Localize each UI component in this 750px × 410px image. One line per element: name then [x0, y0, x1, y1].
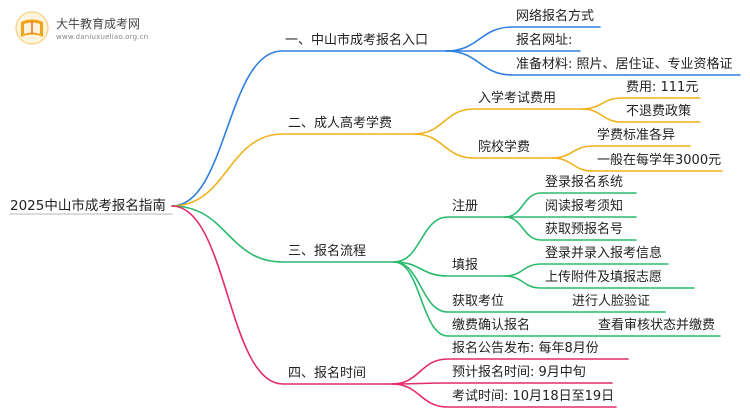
connector-branch-4: [171, 205, 393, 385]
leaf-registration-time: 预计报名时间: 9月中旬: [452, 365, 586, 380]
connector-b3b-leaf-1: [504, 275, 695, 289]
branch-process: 三、报名流程: [288, 244, 367, 259]
logo-brand: 大牛教育成考网: [56, 17, 141, 31]
node-exam-fee: 入学考试费用: [478, 91, 557, 106]
leaf-get-prereg-number: 获取预报名号: [545, 222, 624, 237]
branch-registration-entry: 一、中山市成考报名入口: [285, 33, 429, 48]
leaf-tuition-typical: 一般在每学年3000元: [597, 153, 722, 168]
leaf-face-verification: 进行人脸验证: [572, 294, 651, 309]
leaf-registration-url: 报名网址:: [516, 33, 573, 48]
connector-b3-fill: [393, 261, 506, 277]
connector-b1-leaf-2: [445, 50, 741, 76]
node-pay-confirm: 缴费确认报名: [452, 318, 531, 333]
leaf-tuition-varies: 学费标准各异: [597, 128, 676, 143]
book-icon: [15, 11, 49, 45]
leaf-check-status-pay: 查看审核状态并缴费: [598, 318, 716, 333]
leaf-fee-amount: 费用: 111元: [626, 80, 699, 95]
connector-b4-leaf-1: [391, 382, 613, 385]
branch-tuition: 二、成人高考学费: [288, 116, 393, 131]
leaf-exam-time: 考试时间: 10月18日至19日: [452, 389, 615, 404]
logo-url: www.daniuxueliao.org.cn: [56, 33, 149, 41]
connector-b3a-leaf-0: [504, 192, 637, 218]
leaf-read-notice: 阅读报考须知: [545, 199, 624, 214]
connector-b3a-leaf-2: [504, 216, 637, 241]
mindmap-root: 2025中山市成考报名指南: [10, 198, 166, 214]
connector-b2-school-tuition: [413, 133, 553, 159]
node-school-tuition: 院校学费: [478, 140, 531, 155]
logo: 大牛教育成考网 www.daniuxueliao.org.cn: [8, 6, 158, 50]
connector-b4-leaf-0: [391, 358, 629, 385]
connector-b1-leaf-0: [445, 26, 601, 52]
leaf-online-method: 网络报名方式: [516, 9, 595, 24]
leaf-no-refund: 不退费政策: [626, 104, 692, 119]
node-get-seat: 获取考位: [452, 294, 505, 309]
connector-b2b-leaf-0: [551, 145, 691, 159]
connector-b3-register: [393, 216, 506, 263]
connector-branch-1: [171, 50, 447, 207]
leaf-enter-info: 登录并录入报考信息: [545, 246, 663, 261]
node-fill-in: 填报: [452, 258, 479, 273]
leaf-upload-attachments: 上传附件及填报志愿: [545, 270, 663, 285]
leaf-announcement: 报名公告发布: 每年8月份: [452, 341, 599, 356]
connector-branch-2: [171, 133, 415, 207]
node-register: 注册: [452, 199, 479, 214]
connector-b2a-leaf-1: [581, 108, 701, 123]
connector-b3-pay: [393, 261, 591, 337]
connector-b2-exam-fee: [413, 108, 583, 135]
connector-branch-3: [171, 205, 395, 263]
connector-b2b-leaf-1: [551, 157, 723, 172]
branch-schedule: 四、报名时间: [288, 366, 367, 381]
leaf-login-system: 登录报名系统: [545, 175, 624, 190]
connector-b4-leaf-2: [391, 383, 617, 408]
leaf-materials: 准备材料: 照片、居住证、专业资格证: [516, 57, 733, 72]
